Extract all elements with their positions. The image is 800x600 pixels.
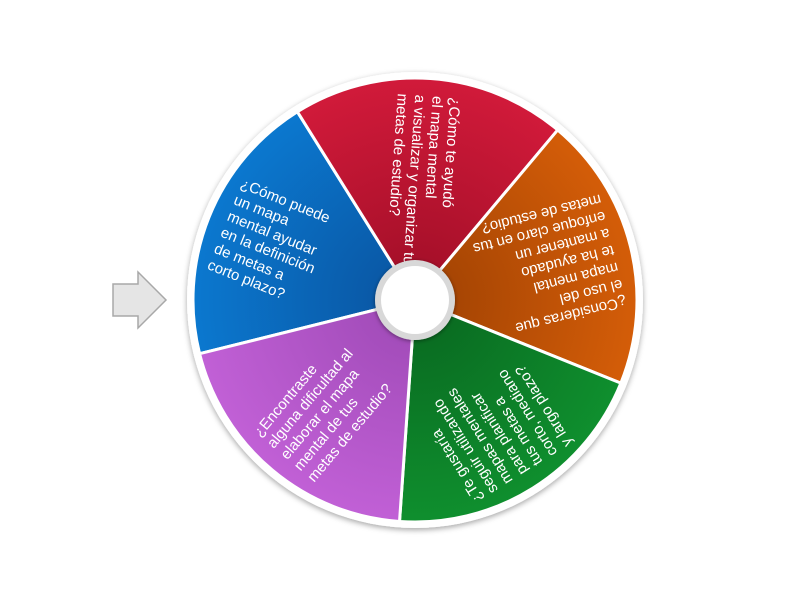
wheel-hub[interactable] bbox=[381, 266, 449, 334]
wheel-segment[interactable] bbox=[295, 76, 560, 303]
arrow-right-icon bbox=[112, 270, 168, 330]
wheel-segment[interactable] bbox=[191, 109, 418, 356]
wheel-segments[interactable]: ¿Cómo puedeun mapamental ayudaren la def… bbox=[191, 76, 639, 524]
wheel-segment[interactable] bbox=[412, 127, 639, 386]
wheel-segment[interactable] bbox=[197, 298, 417, 524]
wheel-segment[interactable] bbox=[397, 297, 623, 524]
wheel-segment-label: ¿Te gustaríaseguir utilizandomapas menta… bbox=[414, 348, 576, 506]
